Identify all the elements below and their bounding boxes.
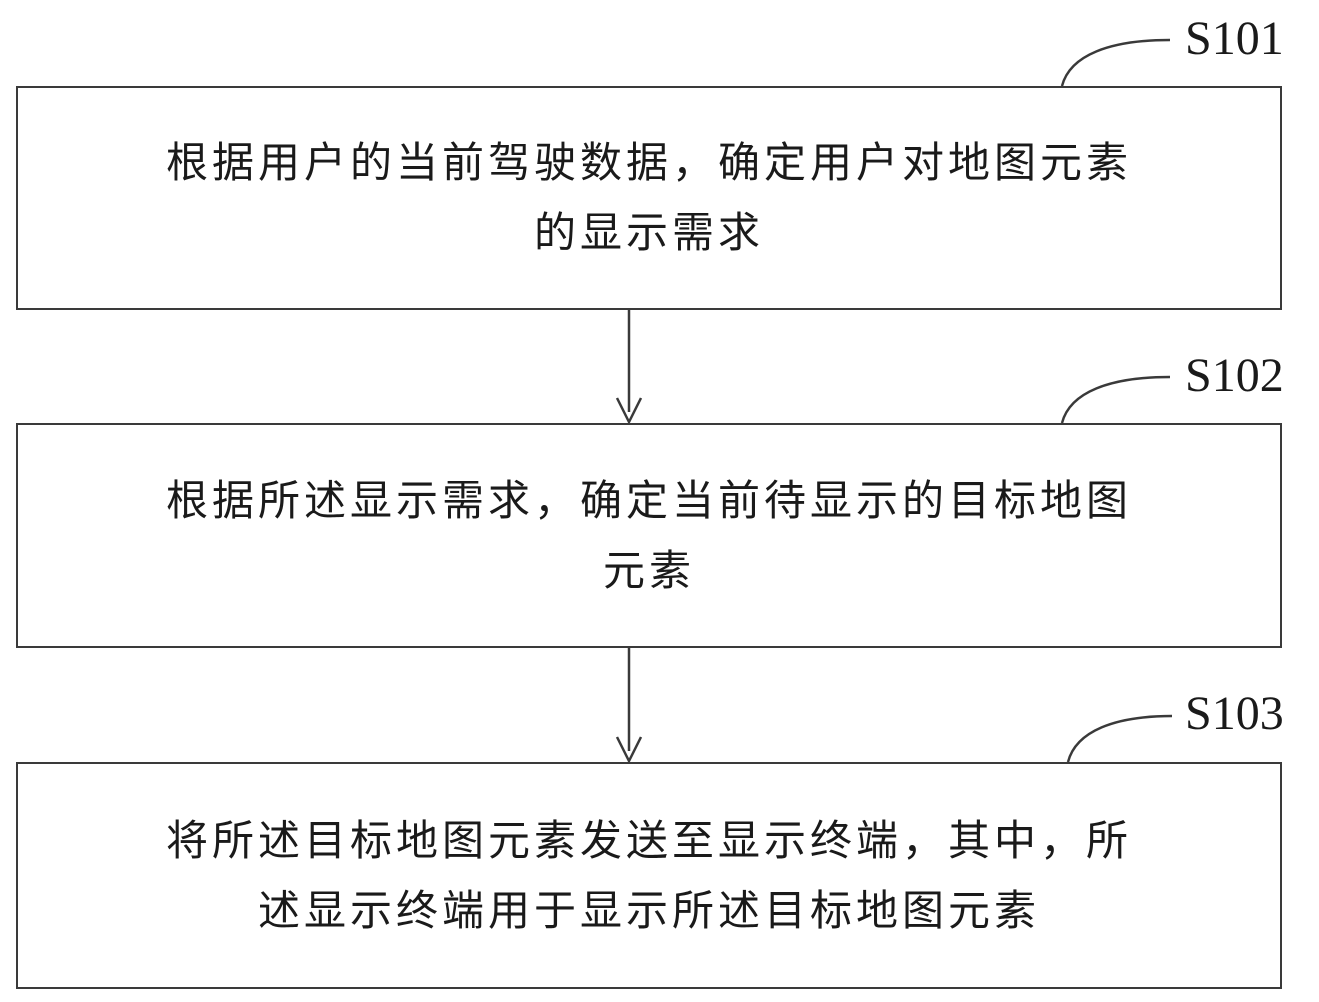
step-box-s101: 根据用户的当前驾驶数据，确定用户对地图元素 的显示需求 — [16, 86, 1282, 310]
step-text-line: 述显示终端用于显示所述目标地图元素 — [257, 885, 1040, 935]
step-label-s102: S102 — [1185, 349, 1284, 402]
label-leader-s102 — [1060, 375, 1171, 424]
label-leader-s103 — [1066, 714, 1173, 763]
step-text-s103: 将所述目标地图元素发送至显示终端，其中，所 述显示终端用于显示所述目标地图元素 — [39, 806, 1259, 946]
arrow-s102-to-s103-head — [615, 736, 643, 764]
step-text-line: 的显示需求 — [533, 208, 764, 257]
step-text-s102: 根据所述显示需求，确定当前待显示的目标地图 元素 — [39, 466, 1259, 606]
step-text-line: 元素 — [602, 545, 695, 595]
step-text-line: 将所述目标地图元素发送至显示终端，其中，所 — [165, 815, 1132, 865]
label-leader-s101 — [1060, 38, 1171, 87]
step-text-line: 根据用户的当前驾驶数据，确定用户对地图元素 — [165, 138, 1132, 187]
step-label-s103: S103 — [1185, 687, 1284, 740]
step-box-s102: 根据所述显示需求，确定当前待显示的目标地图 元素 — [16, 423, 1282, 648]
step-text-line: 根据所述显示需求，确定当前待显示的目标地图 — [165, 475, 1132, 525]
step-box-s103: 将所述目标地图元素发送至显示终端，其中，所 述显示终端用于显示所述目标地图元素 — [16, 762, 1282, 989]
step-text-s101: 根据用户的当前驾驶数据，确定用户对地图元素 的显示需求 — [39, 128, 1259, 268]
arrow-s101-to-s102-head — [615, 397, 643, 425]
step-label-s101: S101 — [1185, 12, 1284, 65]
